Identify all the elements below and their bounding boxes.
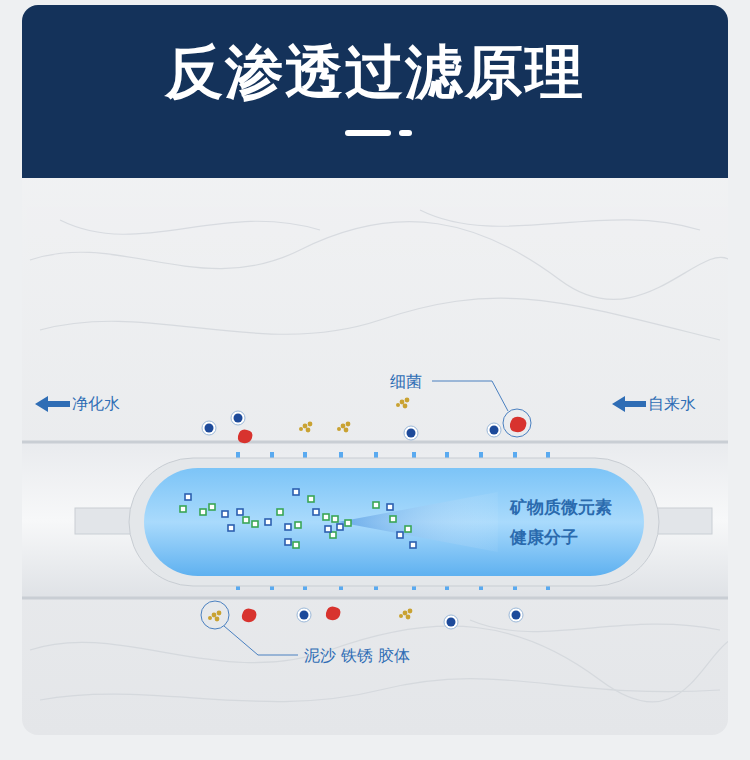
- capsule-shape: [128, 457, 660, 587]
- label: 泥沙 铁锈 胶体: [304, 646, 410, 666]
- node-text: 矿物质微元素 健康分子: [510, 492, 622, 552]
- label: 细菌: [390, 372, 422, 392]
- label: 自来水: [648, 394, 696, 414]
- label: 净化水: [72, 394, 120, 414]
- title: 反渗透过滤原理: [0, 32, 750, 112]
- membrane-capsule: 矿物质微元素 健康分子: [128, 457, 660, 587]
